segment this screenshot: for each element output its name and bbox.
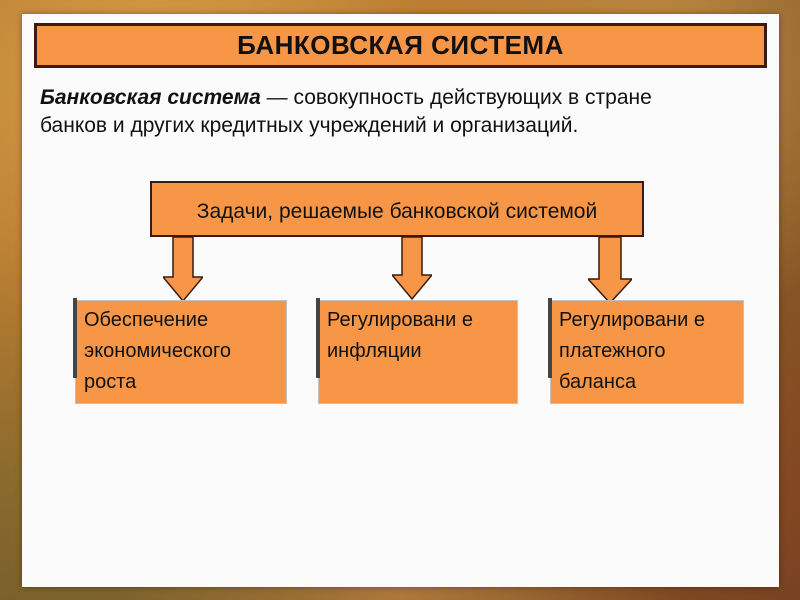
arrow-down-icon <box>588 237 632 305</box>
task-inflation-regulation: Регулировани е инфляции <box>316 298 518 404</box>
definition-text: Банковская система — совокупность действ… <box>40 84 720 140</box>
page-title: БАНКОВСКАЯ СИСТЕМА <box>237 30 564 60</box>
definition-body: — совокупность действующих в стране банк… <box>40 86 652 137</box>
task-balance-of-payments: Регулировани е платежного баланса <box>548 298 744 404</box>
arrow-down-icon <box>392 237 432 301</box>
tasks-box-label: Задачи, решаемые банковской системой <box>196 200 598 223</box>
definition-term: Банковская система <box>40 86 261 109</box>
tasks-box: Задачи, решаемые банковской системой <box>150 181 644 237</box>
title-bar: БАНКОВСКАЯ СИСТЕМА <box>34 23 767 68</box>
arrow-down-icon <box>163 237 203 303</box>
task-economic-growth: Обеспечение экономического роста <box>73 298 287 404</box>
